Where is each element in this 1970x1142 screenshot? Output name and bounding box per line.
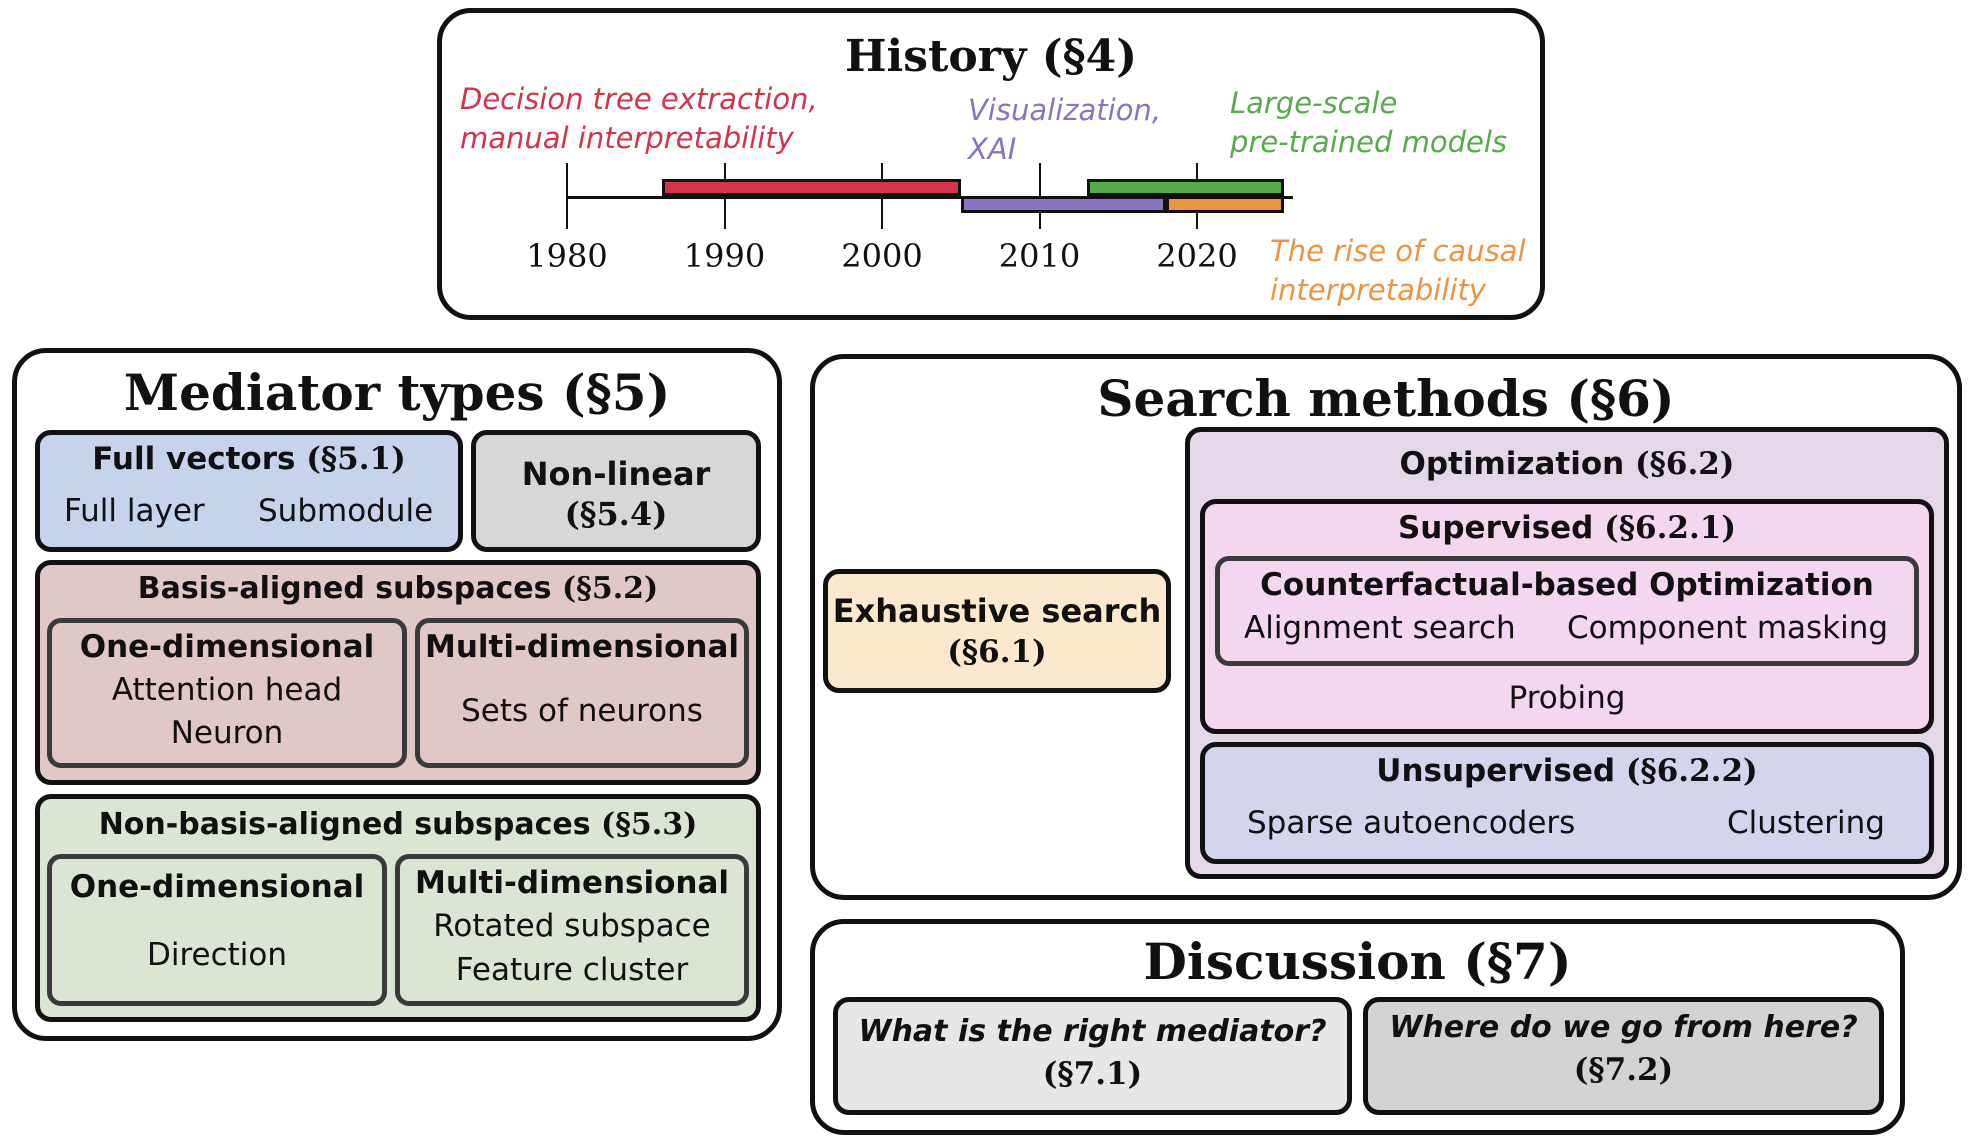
basis-aligned-box: Basis-aligned subspaces (§5.2) One-dimen… [35, 560, 761, 785]
timeline-tick-label: 1990 [683, 237, 766, 275]
non-basis-one-dim-item-direction: Direction [146, 937, 288, 973]
unsupervised-title: Unsupervised (§6.2.2) [1376, 753, 1758, 789]
counterfactual-optimization-box: Counterfactual-based Optimization Alignm… [1215, 556, 1919, 666]
exhaustive-search-title: Exhaustive search [832, 592, 1162, 630]
annotation-visualization: Visualization, XAI [968, 93, 1162, 166]
probing-label: Probing [1508, 680, 1626, 716]
question-where-next-text: Where do we go from here? [1389, 1010, 1858, 1045]
question-right-mediator-box: What is the right mediator? (§7.1) [833, 997, 1352, 1115]
exhaustive-search-box: Exhaustive search (§6.1) [823, 569, 1171, 693]
timeline-tick-label: 2020 [1156, 237, 1238, 275]
non-basis-one-dim-box: One-dimensional Direction [47, 854, 387, 1006]
counterfactual-item-alignment-search: Alignment search [1244, 610, 1516, 646]
mediator-types-title: Mediator types (§5) [123, 363, 671, 422]
non-basis-one-dim-title: One-dimensional [69, 869, 365, 905]
timeline-tick-label: 1980 [526, 237, 608, 275]
non-basis-multi-dim-title: Multi-dimensional [414, 865, 730, 901]
supervised-title: Supervised (§6.2.1) [1397, 510, 1737, 546]
timeline-tick [723, 163, 726, 229]
basis-one-dim-item-attention-head: Attention head [111, 672, 343, 708]
discussion-title: Discussion (§7) [1143, 932, 1572, 991]
unsupervised-box: Unsupervised (§6.2.2) Sparse autoencoder… [1200, 742, 1934, 864]
timeline-era-bar [661, 179, 961, 196]
basis-multi-dim-item-sets-of-neurons: Sets of neurons [461, 693, 703, 729]
full-vectors-box: Full vectors (§5.1) Full layer Submodule [35, 430, 463, 552]
unsupervised-item-sparse-autoencoders: Sparse autoencoders [1247, 805, 1576, 841]
full-vectors-item-submodule: Submodule [258, 493, 434, 529]
timeline-axis-line [567, 196, 1293, 199]
non-linear-box: Non-linear (§5.4) [471, 430, 761, 552]
question-right-mediator-text: What is the right mediator? [858, 1014, 1327, 1049]
non-linear-ref: (§5.4) [564, 495, 668, 533]
basis-aligned-multi-dim-box: Multi-dimensional Sets of neurons [415, 618, 749, 768]
timeline-era-bar [1086, 179, 1284, 196]
full-vectors-title: Full vectors (§5.1) [92, 441, 406, 477]
timeline-tick-label: 2010 [998, 237, 1081, 275]
question-right-mediator-ref: (§7.1) [1042, 1056, 1143, 1092]
timeline-tick-label: 2000 [841, 237, 923, 275]
non-basis-aligned-title: Non-basis-aligned subspaces (§5.3) [98, 807, 698, 842]
basis-multi-dim-title: Multi-dimensional [424, 629, 740, 665]
timeline-tick [881, 163, 883, 229]
optimization-title: Optimization (§6.2) [1399, 446, 1735, 482]
optimization-box: Optimization (§6.2) Supervised (§6.2.1) … [1185, 427, 1949, 879]
annotation-decision: Decision tree extraction, manual interpr… [460, 82, 818, 155]
basis-one-dim-title: One-dimensional [79, 629, 375, 665]
basis-aligned-one-dim-box: One-dimensional Attention head Neuron [47, 618, 407, 768]
search-methods-title: Search methods (§6) [1097, 369, 1675, 428]
non-basis-aligned-box: Non-basis-aligned subspaces (§5.3) One-d… [35, 794, 761, 1022]
question-where-next-box: Where do we go from here? (§7.2) [1363, 997, 1884, 1115]
non-basis-multi-dim-item-feature-cluster: Feature cluster [455, 952, 689, 988]
timeline-era-bar [960, 196, 1166, 213]
counterfactual-item-component-masking: Component masking [1567, 610, 1889, 646]
full-vectors-item-full-layer: Full layer [64, 493, 205, 529]
basis-aligned-title: Basis-aligned subspaces (§5.2) [137, 571, 659, 606]
supervised-box: Supervised (§6.2.1) Counterfactual-based… [1200, 499, 1934, 734]
history-panel: History (§4) [437, 8, 1545, 320]
timeline-tick [566, 163, 568, 229]
non-basis-multi-dim-box: Multi-dimensional Rotated subspace Featu… [395, 854, 749, 1006]
timeline-era-bar [1165, 196, 1284, 213]
non-linear-title: Non-linear [521, 455, 711, 493]
annotation-causal: The rise of causal interpretability [1270, 234, 1526, 307]
exhaustive-search-ref: (§6.1) [947, 634, 1047, 670]
counterfactual-optimization-title: Counterfactual-based Optimization [1260, 567, 1874, 603]
basis-one-dim-item-neuron: Neuron [170, 715, 284, 751]
history-title: History (§4) [844, 31, 1138, 82]
annotation-large-scale: Large-scale pre-trained models [1230, 86, 1508, 159]
unsupervised-item-clustering: Clustering [1727, 805, 1885, 841]
non-basis-multi-dim-item-rotated-subspace: Rotated subspace [433, 908, 711, 944]
question-where-next-ref: (§7.2) [1573, 1052, 1674, 1088]
